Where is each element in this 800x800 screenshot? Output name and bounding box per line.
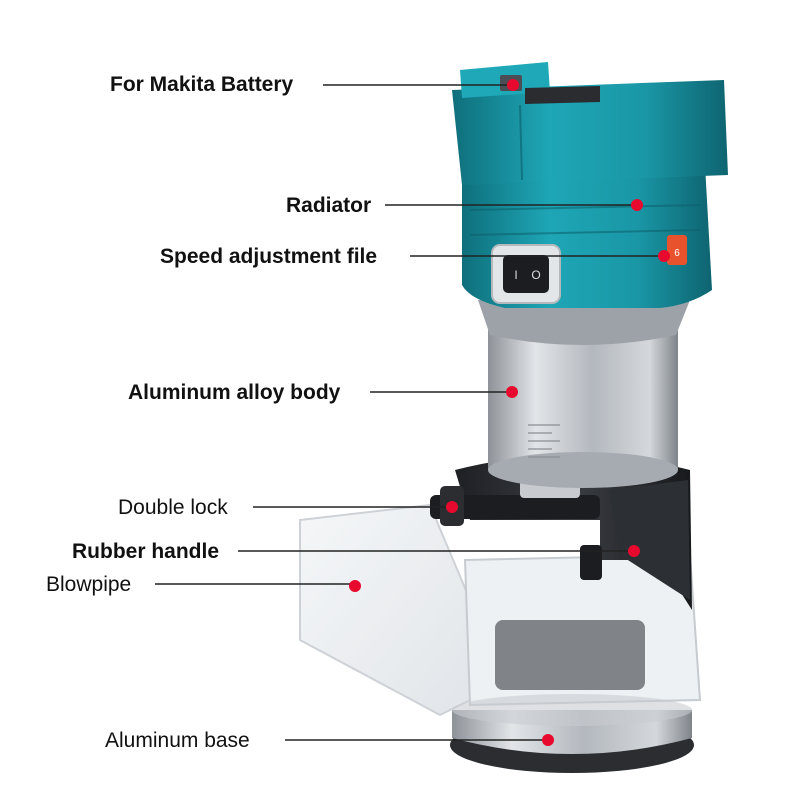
body-collar — [478, 300, 690, 345]
blowpipe-shroud — [299, 503, 702, 717]
battery-mount — [452, 62, 728, 185]
label-handle: Rubber handle — [72, 540, 220, 563]
label-blowpipe: Blowpipe — [46, 573, 132, 596]
rubber-handle — [455, 455, 692, 610]
aluminum-alloy-body — [488, 330, 678, 488]
switch-off-mark: I — [514, 268, 517, 282]
label-body: Aluminum alloy body — [128, 381, 341, 404]
speed-dial-mark: 6 — [674, 248, 680, 259]
marker-lock — [446, 501, 458, 513]
leader-lines — [155, 84, 664, 741]
marker-base — [542, 734, 554, 746]
marker-body — [506, 386, 518, 398]
label-lock: Double lock — [118, 496, 228, 519]
aluminum-base — [450, 694, 694, 773]
power-switch: I O — [491, 244, 561, 304]
callout-markers — [349, 79, 670, 746]
marker-blowpipe — [349, 580, 361, 592]
switch-on-mark: O — [531, 268, 540, 282]
label-battery: For Makita Battery — [110, 73, 294, 96]
label-speed: Speed adjustment file — [160, 245, 378, 268]
marker-speed — [658, 250, 670, 262]
speed-dial: 6 — [667, 235, 687, 265]
marker-handle — [628, 545, 640, 557]
label-radiator: Radiator — [286, 194, 372, 217]
label-base: Aluminum base — [105, 729, 250, 752]
marker-radiator — [631, 199, 643, 211]
marker-battery — [507, 79, 519, 91]
